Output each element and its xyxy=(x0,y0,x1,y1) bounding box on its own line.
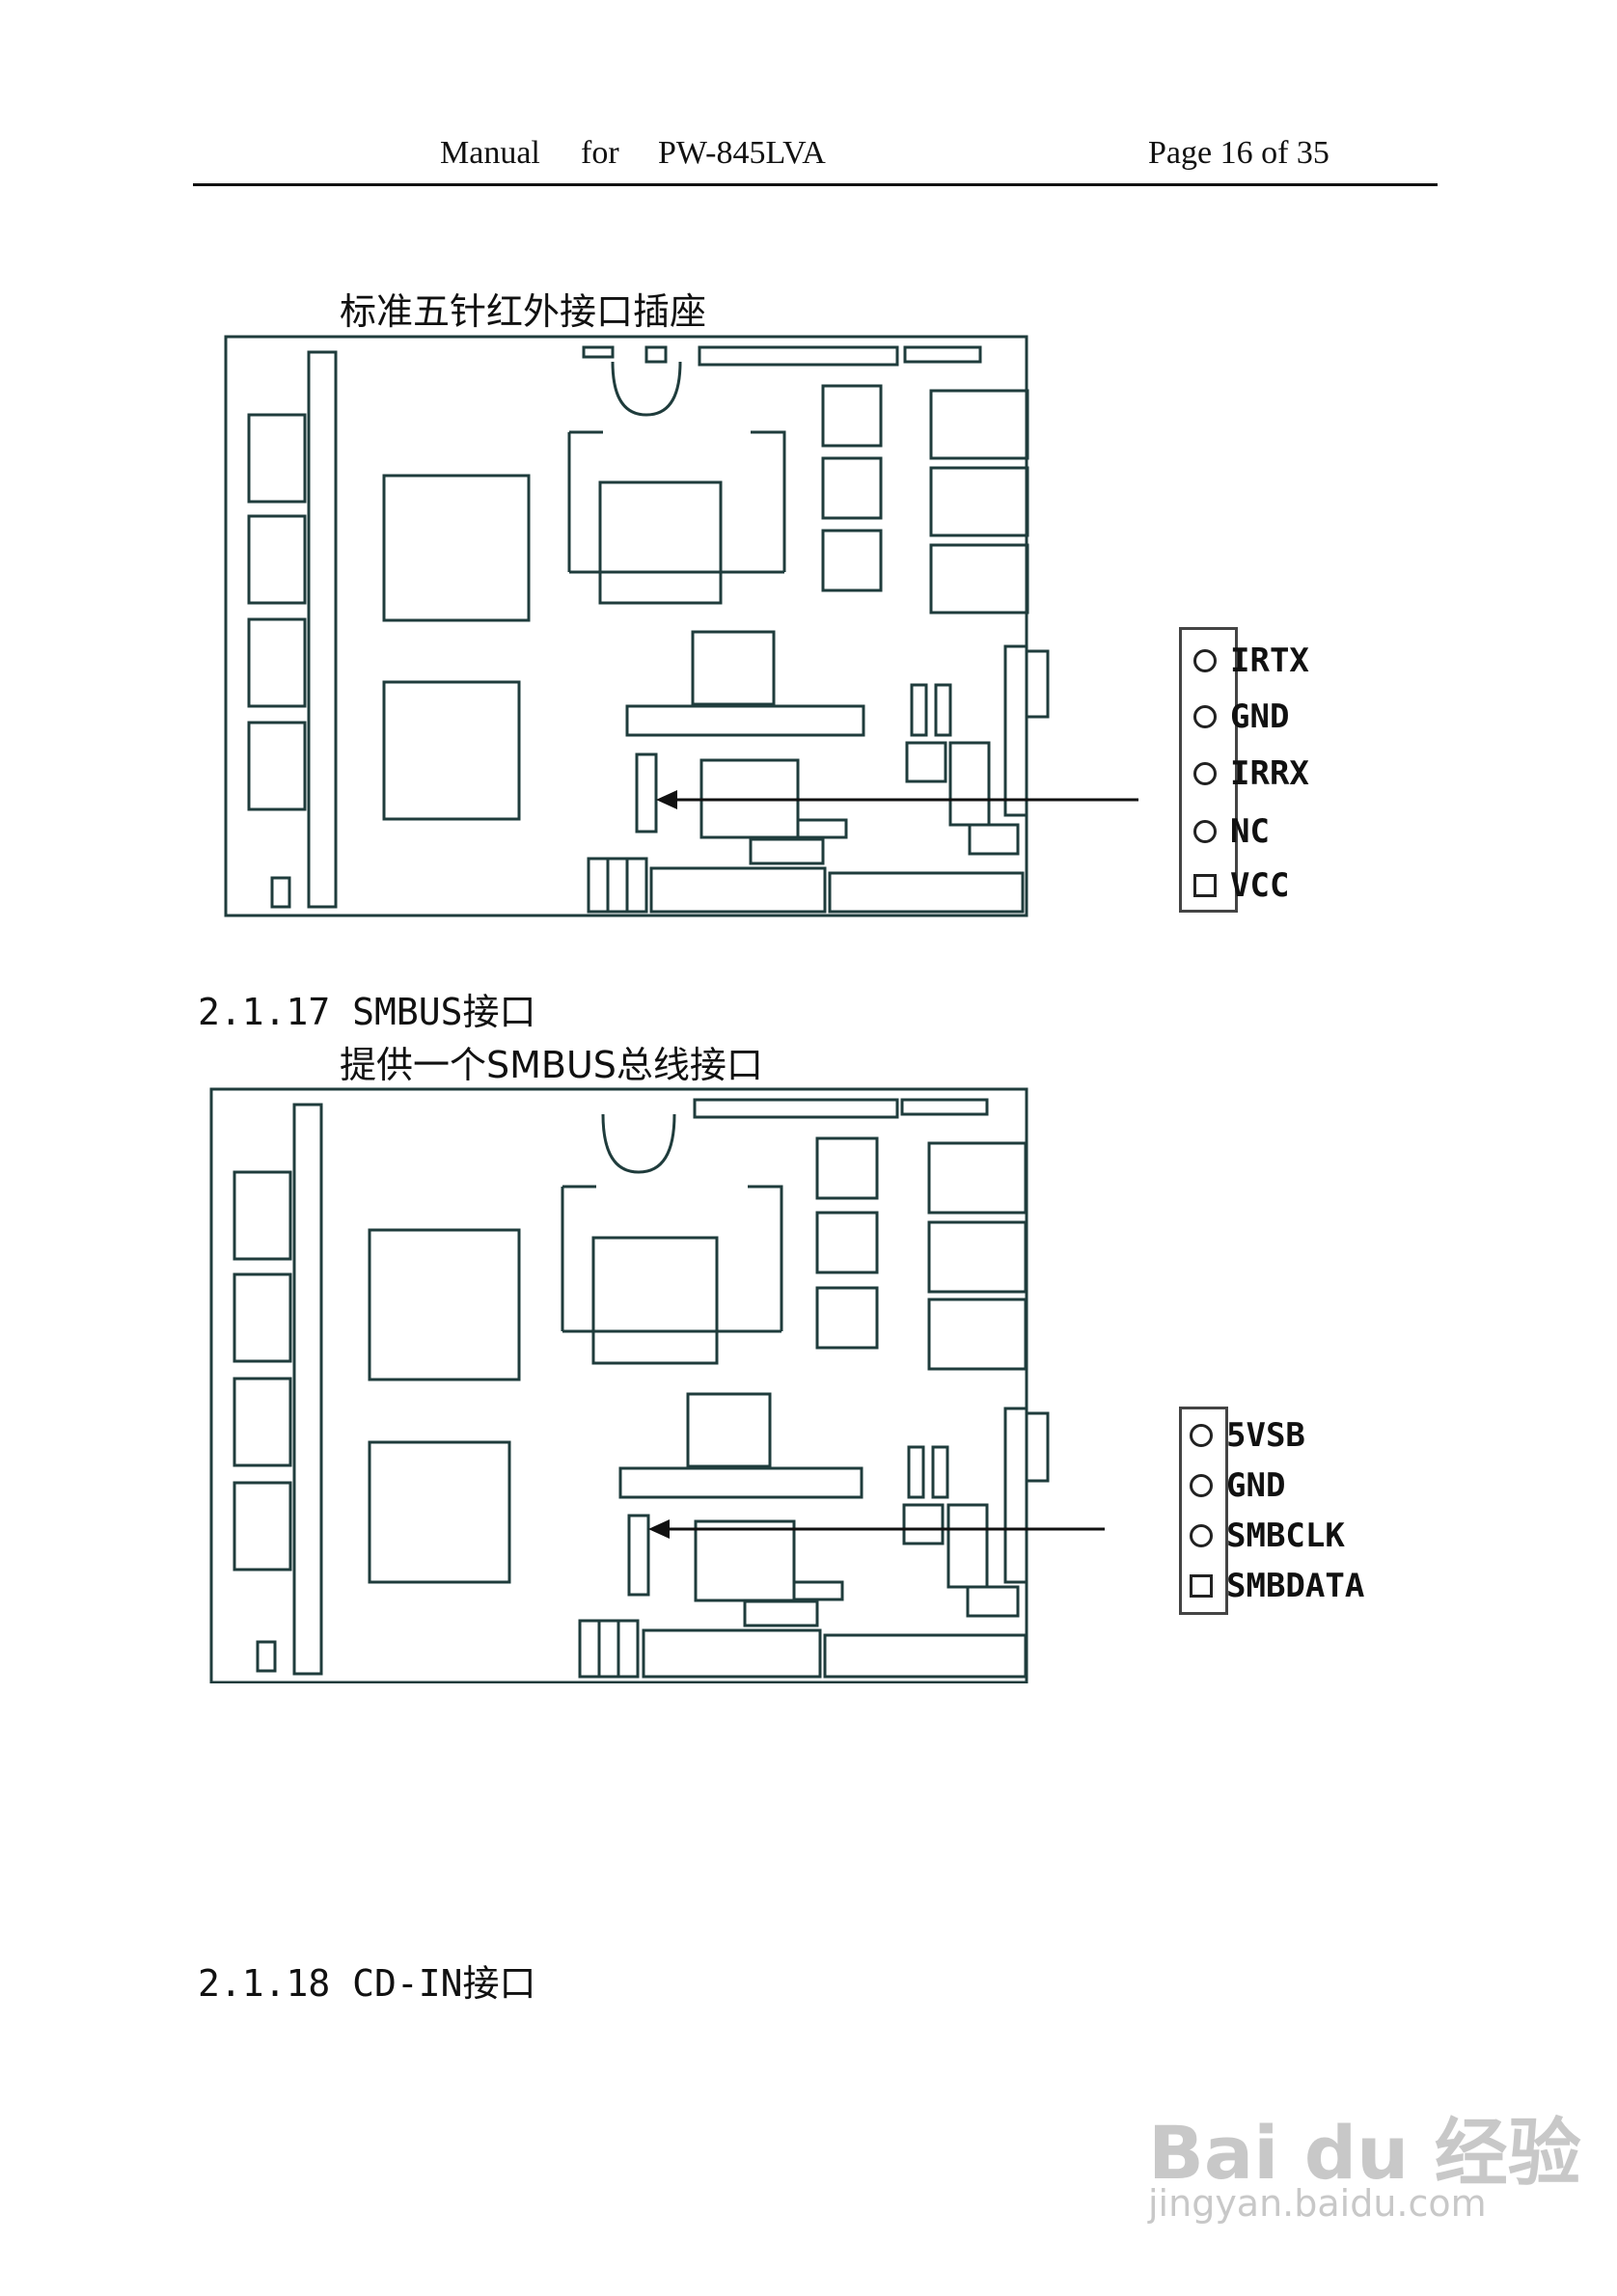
ir-pin-irtx: IRTX xyxy=(1193,642,1309,680)
smbus-pin-label: SMBDATA xyxy=(1226,1567,1365,1605)
ir-board-diagram xyxy=(224,335,1138,917)
ir-pin-label: NC xyxy=(1230,812,1270,851)
baidu-watermark-logo: Bai du 经验 xyxy=(1148,2110,1581,2196)
smbus-pin-5vsb: 5VSB xyxy=(1190,1416,1305,1455)
smbus-pin-label: SMBCLK xyxy=(1226,1517,1345,1555)
header-model: PW-845LVA xyxy=(658,135,826,171)
smbus-pin-smbdata: SMBDATA xyxy=(1190,1567,1364,1605)
ir-pin-label: IRTX xyxy=(1230,642,1309,680)
pin-circle-icon xyxy=(1190,1474,1213,1497)
header-rule xyxy=(193,183,1438,186)
smbus-pin-smbclk: SMBCLK xyxy=(1190,1517,1345,1555)
ir-pin-gnd: GND xyxy=(1193,697,1289,736)
ir-pin-label: VCC xyxy=(1230,866,1290,905)
pin-circle-icon xyxy=(1193,705,1217,728)
pin-square-icon xyxy=(1190,1574,1213,1598)
header-manual: Manual xyxy=(440,135,540,171)
header-for: for xyxy=(581,135,619,171)
cdin-heading: 2.1.18 CD-IN接口 xyxy=(198,1962,536,2005)
pin-circle-icon xyxy=(1190,1424,1213,1447)
smbus-board-diagram xyxy=(209,1087,1105,1683)
ir-pin-nc: NC xyxy=(1193,812,1270,851)
smbus-pin-label: GND xyxy=(1226,1466,1286,1505)
baidu-watermark-url: jingyan.baidu.com xyxy=(1148,2182,1487,2225)
ir-pin-label: IRRX xyxy=(1230,754,1309,793)
smbus-pin-label: 5VSB xyxy=(1226,1416,1305,1455)
ir-pin-vcc: VCC xyxy=(1193,866,1289,905)
pin-circle-icon xyxy=(1193,820,1217,843)
header-page-number: Page 16 of 35 xyxy=(1148,135,1329,171)
smbus-heading: 2.1.17 SMBUS接口 xyxy=(198,991,536,1033)
smbus-caption: 提供一个SMBUS总线接口 xyxy=(340,1044,763,1086)
ir-pin-irrx: IRRX xyxy=(1193,754,1309,793)
pin-circle-icon xyxy=(1193,762,1217,785)
ir-pin-label: GND xyxy=(1230,697,1290,736)
pin-circle-icon xyxy=(1193,649,1217,672)
pin-square-icon xyxy=(1193,874,1217,897)
smbus-pin-gnd: GND xyxy=(1190,1466,1285,1505)
ir-caption: 标准五针红外接口插座 xyxy=(340,290,707,333)
pin-circle-icon xyxy=(1190,1524,1213,1547)
